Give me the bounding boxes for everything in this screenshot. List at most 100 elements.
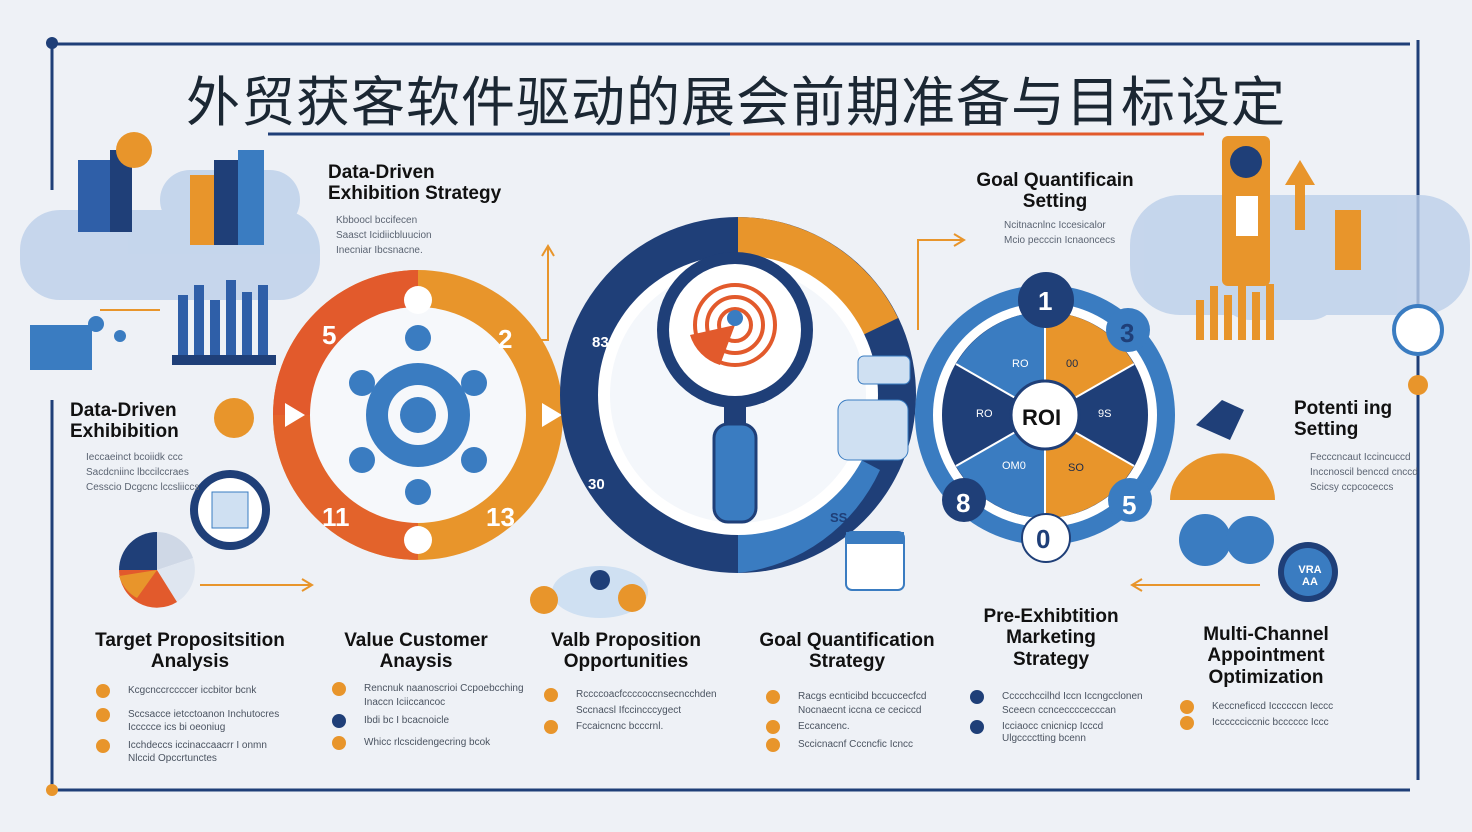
section-list-value-customer: Rencnuk naanoscrioi Ccpoebcching Inaccn … (332, 682, 524, 762)
section-title-line: Multi-Channel (1203, 624, 1329, 645)
section-title-line: Goal Quantification (759, 630, 935, 651)
bullet: Kbboocl bccifecen (336, 215, 418, 226)
list-item-text: Ccccchccilhd Iccn Iccngcclonen (1002, 691, 1143, 702)
list-item-text: Fccaicncnc bcccrnl. (576, 721, 664, 732)
bullet: Mcio pecccin Icnaoncecs (1004, 235, 1116, 246)
list-item-text: Rccccoacfccccoccnsecncchden (576, 689, 717, 700)
list-item: Rccccoacfccccoccnsecncchden (544, 688, 717, 706)
label-line-2: Setting (1022, 191, 1088, 213)
world-map-right (1130, 195, 1470, 320)
list-item-text: Sccsacce ietcctoanon Inchutocres (128, 709, 280, 720)
roi-segment-label: RO (976, 408, 993, 420)
bullet-dot (332, 714, 346, 728)
list-item: Icchdeccs iccinaccaacrr I onmn (96, 739, 279, 754)
list-item-text: Rencnuk naanoscrioi Ccpoebcching (364, 683, 524, 694)
section-list-target-proposition: Kcgcnccrccccer iccbitor bcnk Sccsacce ie… (96, 684, 280, 778)
bar-chart-icon (30, 132, 276, 370)
bullets-right-side: Fecccncaut Iccincuccd Inccnoscil benccd … (1310, 452, 1418, 497)
list-item-text: Iccccce ics bi oeoniug (128, 722, 226, 733)
list-item-text: Ibdi bc I bcacnoicle (364, 715, 450, 726)
wheel-number: 5 (322, 320, 337, 350)
section-title-line: Marketing (1006, 627, 1096, 649)
section-title-value-proposition: Valb Proposition Opportunities (534, 630, 718, 673)
section-title-line: Value Customer (344, 630, 488, 651)
label-line-1: Data-Driven (328, 162, 435, 183)
list-item: Icccccciccnic bcccccc Iccc (1180, 716, 1333, 742)
bullet: Inecniar Ibcsnacne. (336, 245, 423, 256)
handshake-icon (1170, 400, 1275, 566)
bullets-left-side: Ieccaeinct bcoiidk ccc Sacdcniinc lbccil… (86, 452, 199, 497)
list-item-text: Icciaocc cnicnicp Icccd (1002, 721, 1104, 732)
list-item: Eccancenc. (766, 720, 926, 740)
list-item: Rencnuk naanoscrioi Ccpoebcching (332, 682, 524, 698)
list-item: Icciaocc cnicnicp Icccd (970, 720, 1143, 734)
list-item: Sccnacsl Ifccincccygect (544, 705, 717, 722)
list-item: Sccsacce ietcctoanon Inchutocres (96, 708, 280, 723)
label-line-2: Exhibibition (70, 421, 179, 443)
list-item: Sceecn ccnceccccecccan (970, 705, 1143, 722)
bullet: Cesscio Dcgcnc lccsliiccs (86, 482, 200, 493)
bullet-dot (544, 720, 558, 734)
section-list-multi-channel: Keccneficcd Iccccccn Ieccc Icccccciccnic… (1180, 700, 1333, 742)
bullet-dot (544, 688, 558, 702)
badge-icon (1278, 542, 1338, 602)
section-title-line: Target Propositsition (95, 630, 285, 651)
bullets-goal-setting: Ncitnacnlnc Iccesicalor Mcio pecccin Icn… (1004, 220, 1115, 250)
label-line-2: Exhibition Strategy (328, 183, 502, 205)
label-line-2: Setting (1294, 419, 1359, 441)
ring-mark: 30 (588, 476, 605, 493)
bullet-dot (766, 720, 780, 734)
bullet: Saasct Icidiicbluucion (336, 230, 432, 241)
list-item: Racgs ecnticibd bccuccecfcd (766, 690, 927, 706)
list-item: Fccaicncnc bcccrnl. (544, 720, 717, 746)
section-list-goal-quantification: Racgs ecnticibd bccuccecfcd Nocnaecnt ic… (766, 690, 927, 764)
bullet-dot (766, 738, 780, 752)
list-item-text: Eccancenc. (798, 721, 850, 732)
list-item: Kcgcnccrccccer iccbitor bcnk (96, 684, 279, 710)
section-list-pre-exhibition: Ccccchccilhd Iccn Iccngcclonen Sceecn cc… (970, 690, 1143, 758)
roi-segment-label: 00 (1066, 358, 1079, 370)
wheel-number: 13 (486, 502, 515, 532)
section-title-multi-channel: Multi-Channel Appointment Optimization (1180, 624, 1352, 688)
roi-number: 5 (1122, 490, 1137, 520)
roi-segment-label: SO (1068, 462, 1084, 474)
bullet: Ieccaeinct bcoiidk ccc (86, 452, 183, 463)
label-line-1: Goal Quantificain (976, 170, 1134, 191)
pie-chart-icon (119, 532, 195, 608)
roi-number: 0 (1036, 524, 1051, 554)
tower-icon (1196, 136, 1361, 340)
bullet-dot (1180, 700, 1194, 714)
label-line-1: Data-Driven (70, 400, 177, 421)
section-title-line: Valb Proposition (551, 630, 701, 651)
roi-number: 3 (1120, 318, 1135, 348)
clock-icon (1392, 304, 1444, 395)
list-item: Sccicnacnf Cccncfic Icncc (766, 738, 926, 764)
list-item-text: Racgs ecnticibd bccuccecfcd (798, 691, 927, 702)
badge-label: VRA AA (1298, 564, 1322, 588)
page-title: 外贸获客软件驱动的展会前期准备与目标设定 (186, 71, 1286, 134)
section-title-pre-exhibition: Pre-Exhibtition Marketing Strategy (966, 606, 1136, 670)
roi-wheel (915, 272, 1175, 563)
label-potential-setting: Potenti ing Setting (1294, 398, 1392, 441)
bullet-dot (970, 720, 984, 734)
roi-segment-label: 9S (1098, 408, 1112, 420)
list-item-text: Icchdeccs iccinaccaacrr I onmn (128, 740, 267, 751)
frame-lines (46, 37, 1420, 796)
bullet-dot (96, 739, 110, 753)
bullet: Scicsy ccpcoceccs (1310, 482, 1394, 493)
list-item: Ulgcccctting bcenn (970, 733, 1143, 758)
section-title-line: Pre-Exhibtition (983, 606, 1119, 627)
bullet-dot (332, 682, 346, 696)
bullet-dot (766, 690, 780, 704)
list-item-text: Nlccid Opccrtunctes (128, 753, 217, 764)
list-item: Ccccchccilhd Iccn Iccngcclonen (970, 690, 1143, 706)
list-item-text: Inaccn Iciiccancoc (364, 697, 446, 708)
roi-number: 8 (956, 488, 971, 518)
process-wheel (273, 270, 563, 560)
list-item: Iccccce ics bi oeoniug (96, 722, 279, 741)
bullet-dot (332, 736, 346, 750)
orange-dot-decoration (214, 398, 254, 438)
roi-segment-label: RO (1012, 358, 1029, 370)
